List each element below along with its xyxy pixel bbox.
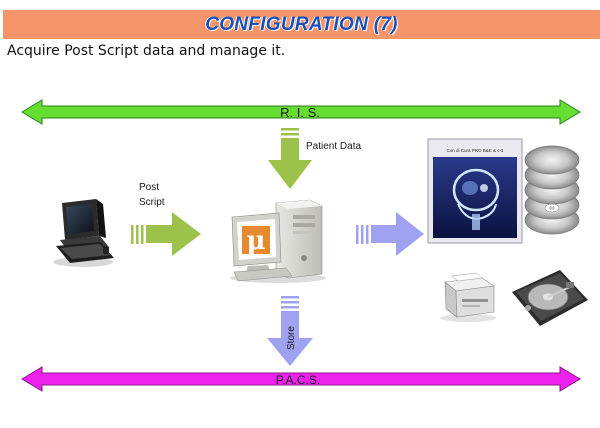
computer-workstation-icon bbox=[53, 199, 114, 267]
title-bar: CONFIGURATION (7) bbox=[3, 10, 600, 39]
pacs-label: P.A.C.S. bbox=[276, 373, 320, 387]
film-caption: Con di Cura PRO B&E & c-1 bbox=[446, 148, 504, 153]
post-script-arrow bbox=[131, 212, 201, 256]
ris-arrow: R. I. S. bbox=[21, 99, 581, 125]
server-computer-icon: μ bbox=[230, 199, 326, 283]
patient-data-label: Patient Data bbox=[306, 141, 361, 152]
ris-label: R. I. S. bbox=[280, 105, 320, 120]
xray-film-icon: Con di Cura PRO B&E & c-1 bbox=[427, 138, 523, 244]
store-arrow bbox=[267, 296, 313, 366]
store-label: Store bbox=[286, 326, 297, 350]
page-title: CONFIGURATION (7) bbox=[205, 13, 398, 35]
hard-disk-icon bbox=[512, 270, 588, 326]
post-label: Post bbox=[139, 182, 159, 193]
cd-stack-icon bbox=[524, 145, 580, 235]
script-label: Script bbox=[139, 197, 165, 208]
pacs-arrow: P.A.C.S. bbox=[21, 366, 581, 392]
page-subtitle: Acquire Post Script data and manage it. bbox=[7, 43, 286, 59]
patient-data-arrow bbox=[268, 128, 312, 189]
printer-icon bbox=[440, 272, 496, 322]
output-arrow bbox=[356, 212, 424, 256]
monitor-logo: μ bbox=[246, 226, 265, 256]
